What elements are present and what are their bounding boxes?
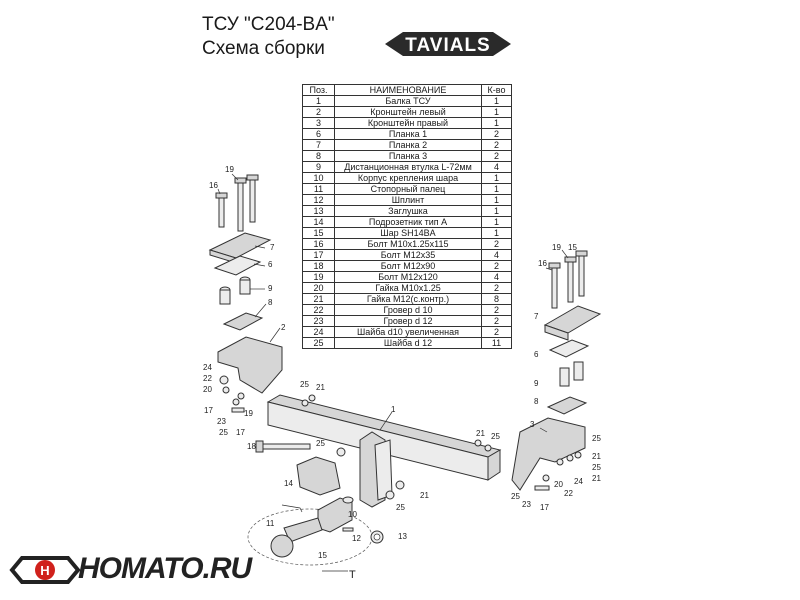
hitch-beam bbox=[266, 394, 502, 508]
callout-7-left: 7 bbox=[270, 243, 275, 252]
callout-labels: 19 16 7 6 9 8 2 24 22 20 17 23 25 19 17 … bbox=[203, 165, 601, 581]
callout-21-beam: 21 bbox=[316, 383, 325, 392]
drawing-subtitle: Схема сборки bbox=[202, 38, 325, 59]
socket-bracket-hardware bbox=[255, 394, 492, 500]
right-bolt-group bbox=[548, 250, 588, 309]
callout-21-right-b: 21 bbox=[592, 474, 601, 483]
left-bracket-hardware bbox=[219, 375, 245, 413]
callout-2: 2 bbox=[281, 323, 286, 332]
callout-25-right: 25 bbox=[592, 434, 601, 443]
callout-17-right: 17 bbox=[540, 503, 549, 512]
callout-25-beam-d: 25 bbox=[491, 432, 500, 441]
callout-24-left: 24 bbox=[203, 363, 212, 372]
callout-24-right: 24 bbox=[574, 477, 583, 486]
svg-text:TAVIALS: TAVIALS bbox=[405, 35, 490, 56]
drawing-title: ТСУ "C204-BA" bbox=[202, 14, 335, 35]
right-bracket-hardware bbox=[534, 451, 582, 491]
callout-14: 14 bbox=[284, 479, 293, 488]
svg-text:H: H bbox=[40, 563, 49, 578]
tow-ball-assembly bbox=[247, 496, 384, 566]
callout-3: 3 bbox=[530, 420, 535, 429]
callout-21-beam-c: 21 bbox=[476, 429, 485, 438]
callout-22-right: 22 bbox=[564, 489, 573, 498]
left-bolt-group bbox=[215, 174, 259, 232]
callout-19-right: 19 bbox=[552, 243, 561, 252]
callout-7-right: 7 bbox=[534, 312, 539, 321]
callout-25-right-b: 25 bbox=[592, 463, 601, 472]
homato-logo-emblem: H bbox=[9, 556, 81, 584]
callout-10: 10 bbox=[348, 510, 357, 519]
callout-25-beam-b: 25 bbox=[316, 439, 325, 448]
callout-20-right: 20 bbox=[554, 480, 563, 489]
callout-15-ball: 15 bbox=[318, 551, 327, 560]
callout-21-beam-b: 21 bbox=[420, 491, 429, 500]
cell-qty: 2 bbox=[481, 150, 512, 162]
callout-6-left: 6 bbox=[268, 260, 273, 269]
callout-23-left: 23 bbox=[217, 417, 226, 426]
callout-8-right: 8 bbox=[534, 397, 539, 406]
callout-25-right-c: 25 bbox=[511, 492, 520, 501]
callout-17-left-b: 17 bbox=[236, 428, 245, 437]
callout-22-left: 22 bbox=[203, 374, 212, 383]
callout-9-left: 9 bbox=[268, 284, 273, 293]
site-watermark: HOMATO.RU bbox=[78, 552, 252, 585]
callout-1: 1 bbox=[391, 405, 396, 414]
cell-qty: 1 bbox=[481, 106, 512, 118]
callout-21-right: 21 bbox=[592, 452, 601, 461]
callout-18: 18 bbox=[247, 442, 256, 451]
tavials-logo: TAVIALS bbox=[385, 32, 511, 56]
callout-16-left: 16 bbox=[209, 181, 218, 190]
callout-19-left-b: 19 bbox=[244, 409, 253, 418]
callout-19-left: 19 bbox=[225, 165, 234, 174]
cell-qty: 11 bbox=[481, 337, 512, 349]
callout-15-right: 15 bbox=[568, 243, 577, 252]
callout-8-left: 8 bbox=[268, 298, 273, 307]
callout-25-beam: 25 bbox=[300, 380, 309, 389]
left-bracket bbox=[217, 336, 283, 394]
callout-t: T bbox=[349, 569, 356, 581]
callout-23-right: 23 bbox=[522, 500, 531, 509]
callout-16-right: 16 bbox=[538, 259, 547, 268]
callout-12: 12 bbox=[352, 534, 361, 543]
callout-25-left: 25 bbox=[219, 428, 228, 437]
leader-lines bbox=[217, 173, 569, 433]
callout-13: 13 bbox=[398, 532, 407, 541]
table-header-row: Поз. НАИМЕНОВАНИЕ К-во bbox=[302, 84, 512, 96]
cell-qty: 1 bbox=[481, 117, 512, 129]
left-plates bbox=[208, 232, 272, 331]
cell-qty: 2 bbox=[481, 315, 512, 327]
callout-6-right: 6 bbox=[534, 350, 539, 359]
callout-11: 11 bbox=[266, 519, 275, 528]
callout-20-left: 20 bbox=[203, 385, 212, 394]
right-plates bbox=[543, 305, 602, 415]
callout-25-beam-c: 25 bbox=[396, 503, 405, 512]
callout-17-left: 17 bbox=[204, 406, 213, 415]
cell-pos: 25 bbox=[302, 337, 335, 349]
right-bracket bbox=[511, 417, 586, 491]
callout-9-right: 9 bbox=[534, 379, 539, 388]
